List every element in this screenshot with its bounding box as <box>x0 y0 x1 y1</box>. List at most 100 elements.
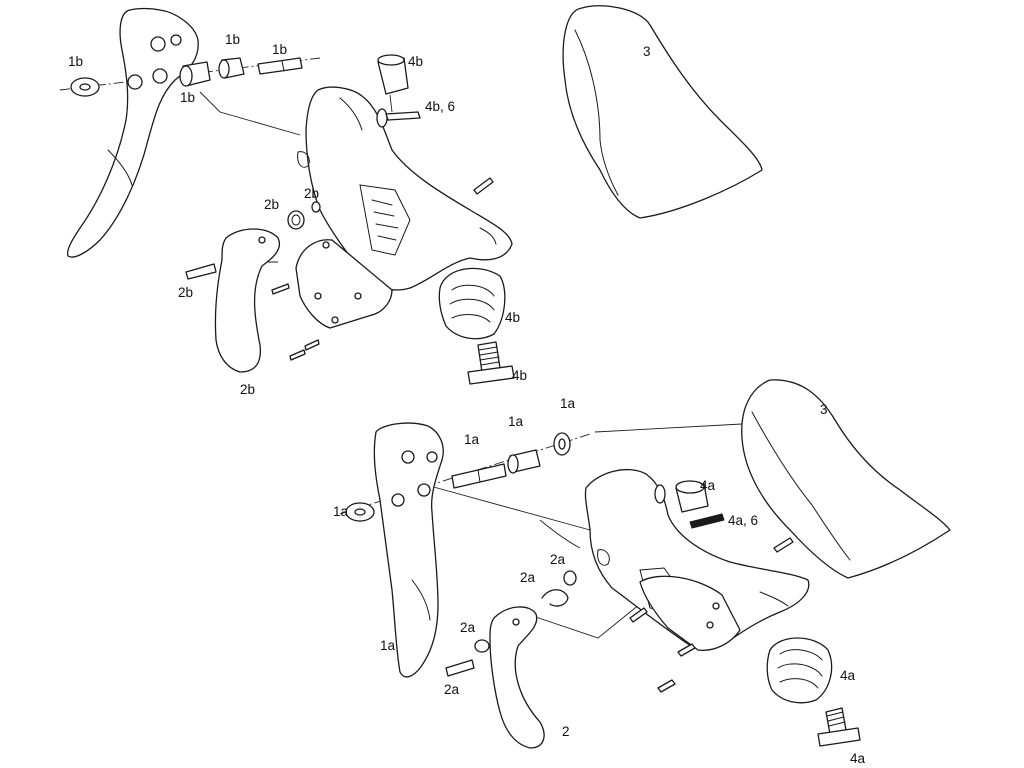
screw-upper-3 <box>304 339 320 351</box>
callout-1a-pin: 1a <box>464 432 480 447</box>
cover-plate-upper <box>295 239 393 329</box>
plate-hole-upper-4 <box>331 316 339 324</box>
lower-leader-lever <box>429 485 591 531</box>
return-lever-upper <box>214 228 281 373</box>
hood-cover-lower <box>741 379 951 579</box>
callout-1b-bushing: 1b <box>180 90 195 105</box>
lower-callouts: 1a 1a 1a 1a 1a 3 4a 4a, 6 2a 2a 2a 2a 2 … <box>333 396 866 766</box>
lever-pivot-hole-upper <box>150 36 166 52</box>
callout-1a-washer: 1a <box>333 504 349 519</box>
washer-1b-left-hole <box>79 83 91 91</box>
lower-leader-body <box>539 519 581 549</box>
callout-4b-bolt: 4b <box>512 368 527 383</box>
washer-1b-spacer-end <box>218 59 230 79</box>
bushing-1a-end <box>507 454 519 474</box>
callout-4a-bolt: 4a <box>850 751 866 766</box>
lever-pivot-hole-lower-2 <box>426 451 438 463</box>
body-detail-lower <box>759 591 789 607</box>
bolt-4b-threads <box>478 346 500 366</box>
callout-2b-pin: 2b <box>178 285 193 300</box>
return-lever-hole-upper <box>258 236 266 244</box>
lever-hole-lower-4 <box>417 483 431 497</box>
return-lever-hole-lower <box>512 618 520 626</box>
body-hole-upper <box>376 108 388 128</box>
washer-2a <box>474 639 490 653</box>
upper-leader-cap <box>389 94 393 113</box>
callout-2a-spring: 2a <box>520 570 536 585</box>
bolt-4a-head <box>817 727 861 747</box>
screw-upper-4 <box>473 177 494 195</box>
washer-1a-hole <box>558 438 566 450</box>
body-detail-upper-2 <box>479 227 497 245</box>
bolt-4a-threads <box>826 711 846 727</box>
body-lug-upper <box>297 151 310 168</box>
screw-lower-1 <box>629 607 648 623</box>
callout-1a-lever: 1a <box>380 638 396 653</box>
hood-cover-upper <box>562 5 763 219</box>
bar-clamp-upper-ribs <box>449 284 495 323</box>
screws-upper <box>271 177 494 361</box>
callout-3-lower: 3 <box>820 402 828 417</box>
callout-2a-washer: 2a <box>550 552 566 567</box>
plate-hole-upper-1 <box>322 241 330 249</box>
body-detail-upper-1 <box>339 97 363 131</box>
upper-leader-bushing <box>199 91 301 136</box>
lower-leader-hood <box>594 423 743 433</box>
callout-2b-spring: 2b <box>304 186 319 201</box>
bolt-4b-head <box>467 365 515 385</box>
bar-clamp-lower <box>766 637 833 704</box>
lever-body-upper <box>305 86 513 291</box>
plate-hole-lower-2 <box>706 621 714 629</box>
callout-3-upper: 3 <box>643 44 651 59</box>
callout-2a-small: 2a <box>460 620 476 635</box>
callout-1b-pin: 1b <box>272 42 287 57</box>
callout-1a-bushing: 1a <box>508 414 524 429</box>
cap-4b-top <box>377 54 405 66</box>
lower-assembly: 1a 1a 1a 1a 1a 3 4a 4a, 6 2a 2a 2a 2a 2 … <box>333 379 951 766</box>
hood-crease-upper <box>574 29 619 196</box>
pin-1b-groove <box>281 60 285 72</box>
screw-lower-2 <box>677 643 696 657</box>
plate-hole-upper-2 <box>354 292 362 300</box>
bar-clamp-upper <box>438 267 506 340</box>
body-lug-lower <box>597 549 610 566</box>
washer-2a-small <box>563 570 577 586</box>
spring-2a <box>541 589 569 607</box>
plate-hole-upper-3 <box>314 292 322 300</box>
callout-2b-lever: 2b <box>240 382 255 397</box>
callout-4a-6: 4a, 6 <box>728 513 758 528</box>
pin-1b <box>257 57 303 75</box>
callout-4b-6: 4b, 6 <box>425 99 455 114</box>
lever-pivot-hole-upper-2 <box>170 34 182 46</box>
callout-4b-cap: 4b <box>408 54 423 69</box>
lever-pivot-hole-lower <box>401 450 415 464</box>
pin-1a-groove <box>477 469 481 483</box>
lever-body-lower <box>584 468 810 650</box>
screws-lower <box>629 537 794 693</box>
screw-upper-2 <box>289 349 306 361</box>
clip-4b-6 <box>385 111 421 121</box>
spring-2b <box>287 210 305 230</box>
pin-2b <box>185 263 217 280</box>
lever-hole-lower-3 <box>391 493 405 507</box>
screw-upper-1 <box>271 283 290 295</box>
callout-4a-clamp: 4a <box>840 668 856 683</box>
cap-4a-top <box>675 480 705 494</box>
lever-hole-upper-4 <box>152 68 168 84</box>
body-hole-lower <box>654 484 666 504</box>
ratchet-mechanism-upper <box>359 184 411 256</box>
callout-2: 2 <box>562 724 570 739</box>
cover-plate-lower <box>639 575 741 651</box>
spring-2b-inner <box>291 214 301 226</box>
washer-1a-left-hole <box>354 508 366 516</box>
pin-2a <box>445 659 475 677</box>
upper-callouts: 1b 1b 1b 1b 4b 4b, 6 3 2b 2b 2b 2b 4b 4b <box>68 32 651 397</box>
ratchet-teeth-upper <box>371 199 399 241</box>
hood-crease-lower <box>751 411 851 561</box>
bar-clamp-lower-ribs <box>777 649 823 689</box>
shift-lever-upper <box>66 7 199 258</box>
callout-1b-left: 1b <box>68 54 83 69</box>
screw-lower-3 <box>657 679 676 693</box>
bushing-1b-end <box>179 65 193 87</box>
